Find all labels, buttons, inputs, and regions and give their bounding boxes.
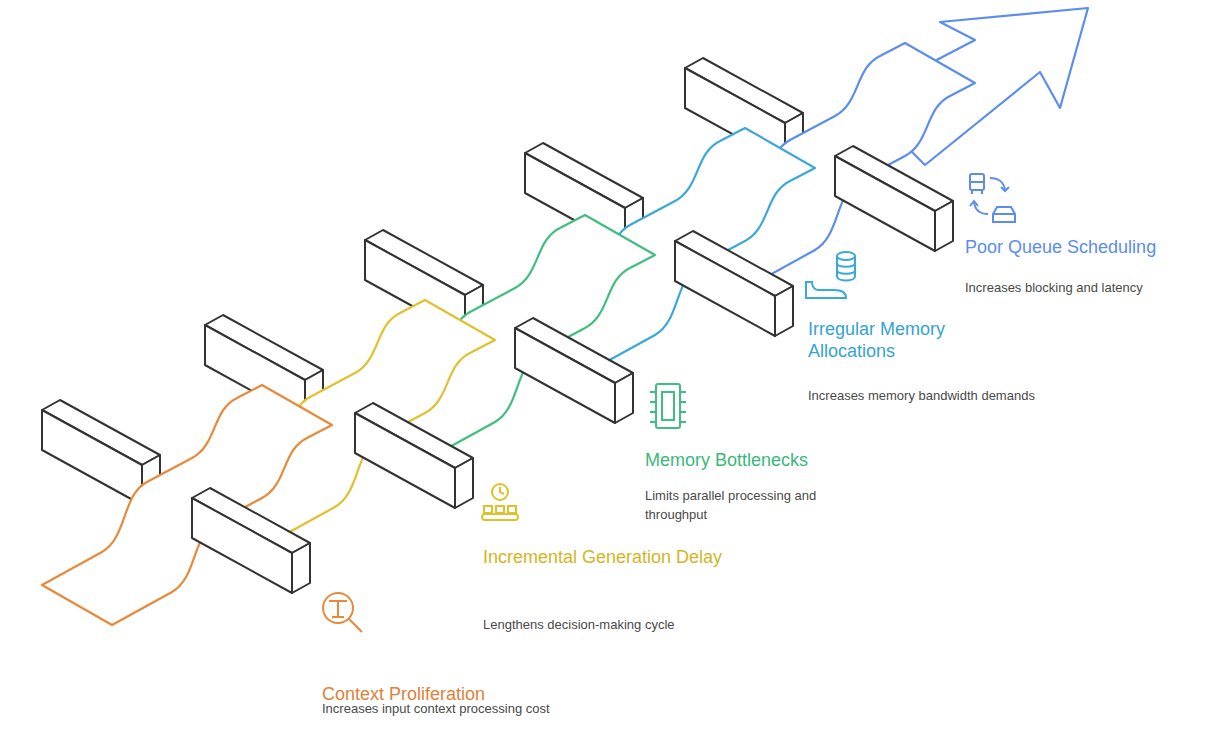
block: [192, 488, 310, 593]
memory-icon: [806, 252, 855, 298]
item-description: Increases blocking and latency: [965, 278, 1185, 297]
item-description: Increases memory bandwidth demands: [808, 386, 1038, 405]
ribbon: [42, 385, 332, 625]
context-icon: [323, 593, 362, 632]
delay-icon: [482, 484, 518, 520]
item-title: Incremental Generation Delay: [483, 546, 733, 568]
chip-icon: [650, 384, 686, 428]
block: [355, 403, 473, 508]
item-description: Lengthens decision-making cycle: [483, 615, 763, 634]
queue-icon: [970, 174, 1015, 222]
item-title: Memory Bottlenecks: [645, 449, 885, 471]
block: [675, 231, 793, 336]
block: [515, 318, 633, 423]
item-description: Increases input context processing cost: [322, 699, 562, 718]
block: [835, 146, 953, 251]
item-title: Poor Queue Scheduling: [965, 236, 1185, 258]
item-title: Irregular Memory Allocations: [808, 318, 988, 362]
item-description: Limits parallel processing and throughpu…: [645, 486, 875, 524]
front-bars: [192, 146, 953, 593]
